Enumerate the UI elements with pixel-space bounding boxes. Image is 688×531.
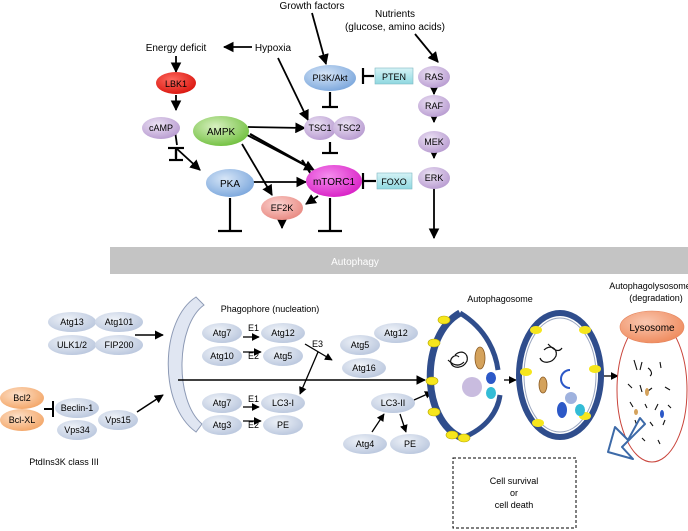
svg-text:Atg10: Atg10 bbox=[210, 351, 234, 361]
svg-text:Lysosome: Lysosome bbox=[629, 323, 675, 334]
svg-text:Atg5: Atg5 bbox=[274, 351, 293, 361]
phagophore-label: Phagophore (nucleation) bbox=[221, 304, 320, 314]
svg-text:E2: E2 bbox=[248, 420, 259, 430]
svg-text:Bcl2: Bcl2 bbox=[13, 393, 31, 403]
forming-autophagosome bbox=[425, 309, 503, 443]
bcl-proteins: Bcl2 Bcl-XL bbox=[0, 387, 44, 431]
svg-text:Atg12: Atg12 bbox=[271, 328, 295, 338]
ras-node: RAS bbox=[418, 66, 450, 88]
pten-node: PTEN bbox=[374, 67, 414, 85]
svg-text:E2: E2 bbox=[248, 351, 259, 361]
autophagosome-label: Autophagosome bbox=[467, 294, 533, 304]
atg16-complex: Atg5 Atg12 Atg16 bbox=[340, 323, 418, 378]
svg-text:LBK1: LBK1 bbox=[165, 79, 187, 89]
svg-text:FOXO: FOXO bbox=[381, 177, 407, 187]
erk-node: ERK bbox=[418, 167, 450, 189]
svg-text:PKA: PKA bbox=[220, 179, 240, 190]
tsc2-node: TSC2 bbox=[333, 116, 365, 140]
mtorc1-node: mTORC1 bbox=[306, 165, 362, 197]
pi3k-akt-node: PI3K/Akt bbox=[304, 65, 356, 91]
foxo-node: FOXO bbox=[376, 172, 413, 190]
svg-text:LC3-II: LC3-II bbox=[381, 398, 406, 408]
svg-text:Cell survival: Cell survival bbox=[490, 476, 539, 486]
signal-edges bbox=[170, 12, 440, 240]
svg-text:TSC1: TSC1 bbox=[308, 123, 331, 133]
svg-text:PI3K/Akt: PI3K/Akt bbox=[312, 73, 348, 83]
svg-text:E1: E1 bbox=[248, 394, 259, 404]
growth-factors-label: Growth factors bbox=[279, 1, 344, 12]
energy-deficit-label: Energy deficit bbox=[146, 43, 207, 54]
svg-text:Vps15: Vps15 bbox=[105, 415, 131, 425]
atg12-conjugation: Atg7 Atg12 Atg10 Atg5 E1 E2 bbox=[202, 323, 305, 366]
ulk-complex: Atg13 Atg101 ULK1/2 FIP200 bbox=[48, 312, 143, 355]
svg-text:RAF: RAF bbox=[425, 101, 444, 111]
lbk1-node: LBK1 bbox=[156, 72, 196, 94]
svg-text:PE: PE bbox=[277, 420, 289, 430]
ampk-pka-inhibition bbox=[168, 146, 184, 158]
camp-node: cAMP bbox=[142, 117, 180, 139]
ptdins3k-label: PtdIns3K class III bbox=[29, 457, 99, 467]
svg-text:Atg3: Atg3 bbox=[213, 420, 232, 430]
raf-node: RAF bbox=[418, 95, 450, 117]
svg-text:Beclin-1: Beclin-1 bbox=[61, 403, 94, 413]
svg-text:ULK1/2: ULK1/2 bbox=[57, 340, 87, 350]
e3-label: E3 bbox=[312, 339, 323, 349]
svg-text:ERK: ERK bbox=[425, 173, 444, 183]
svg-text:TSC2: TSC2 bbox=[337, 123, 360, 133]
nutrients-label: Nutrients bbox=[375, 9, 415, 20]
svg-text:AMPK: AMPK bbox=[207, 127, 236, 138]
svg-text:LC3-I: LC3-I bbox=[272, 398, 294, 408]
svg-text:cell death: cell death bbox=[495, 500, 534, 510]
mek-node: MEK bbox=[418, 131, 450, 153]
ampk-node: AMPK bbox=[193, 116, 249, 146]
tsc1-node: TSC1 bbox=[304, 116, 336, 140]
svg-text:Atg13: Atg13 bbox=[60, 317, 84, 327]
ef2k-node: EF2K bbox=[261, 196, 303, 220]
svg-text:EF2K: EF2K bbox=[271, 203, 294, 213]
svg-text:FIP200: FIP200 bbox=[104, 340, 133, 350]
svg-text:Atg4: Atg4 bbox=[356, 439, 375, 449]
svg-text:Vps34: Vps34 bbox=[64, 425, 90, 435]
svg-text:or: or bbox=[510, 488, 518, 498]
outcome-arrow bbox=[607, 417, 646, 460]
svg-text:mTORC1: mTORC1 bbox=[313, 177, 355, 188]
phagophore-membrane bbox=[167, 296, 205, 433]
svg-text:Atg16: Atg16 bbox=[352, 363, 376, 373]
e3-arrows bbox=[299, 343, 333, 395]
ptdins3k-complex: Beclin-1 Vps15 Vps34 bbox=[55, 398, 138, 440]
svg-text:Atg7: Atg7 bbox=[213, 328, 232, 338]
svg-text:Atg7: Atg7 bbox=[213, 398, 232, 408]
bcl-inhibition bbox=[44, 401, 54, 417]
svg-text:Atg5: Atg5 bbox=[351, 340, 370, 350]
atg12-conjugation-arrows bbox=[243, 333, 262, 356]
lc3-conjugation: Atg7 LC3-I Atg3 PE E1 E2 bbox=[202, 393, 305, 435]
svg-text:Atg101: Atg101 bbox=[105, 317, 134, 327]
lc3-conjugation-arrows bbox=[243, 403, 262, 425]
svg-text:PTEN: PTEN bbox=[382, 72, 406, 82]
svg-text:PE: PE bbox=[404, 439, 416, 449]
outcome-box: Cell survival or cell death bbox=[452, 457, 577, 529]
svg-text:E1: E1 bbox=[248, 323, 259, 333]
nucleation-arrows bbox=[135, 330, 164, 413]
svg-text:Atg12: Atg12 bbox=[384, 328, 408, 338]
svg-text:Bcl-XL: Bcl-XL bbox=[9, 415, 36, 425]
pka-node: PKA bbox=[206, 169, 254, 197]
svg-text:Autophagy: Autophagy bbox=[331, 257, 379, 268]
svg-text:MEK: MEK bbox=[424, 137, 444, 147]
autophagy-bar: Autophagy bbox=[110, 247, 688, 274]
autophagolysosome-label: Autophagolysosome bbox=[609, 281, 688, 291]
svg-text:RAS: RAS bbox=[425, 72, 444, 82]
autophagosome bbox=[516, 310, 604, 440]
degradation-label: (degradation) bbox=[629, 293, 683, 303]
lc3ii-complex: LC3-II Atg4 PE bbox=[343, 393, 430, 454]
inhibition-edges bbox=[169, 68, 376, 233]
hypoxia-label: Hypoxia bbox=[255, 43, 292, 54]
nutrients-detail-label: (glucose, amino acids) bbox=[345, 22, 445, 33]
svg-text:cAMP: cAMP bbox=[149, 123, 173, 133]
